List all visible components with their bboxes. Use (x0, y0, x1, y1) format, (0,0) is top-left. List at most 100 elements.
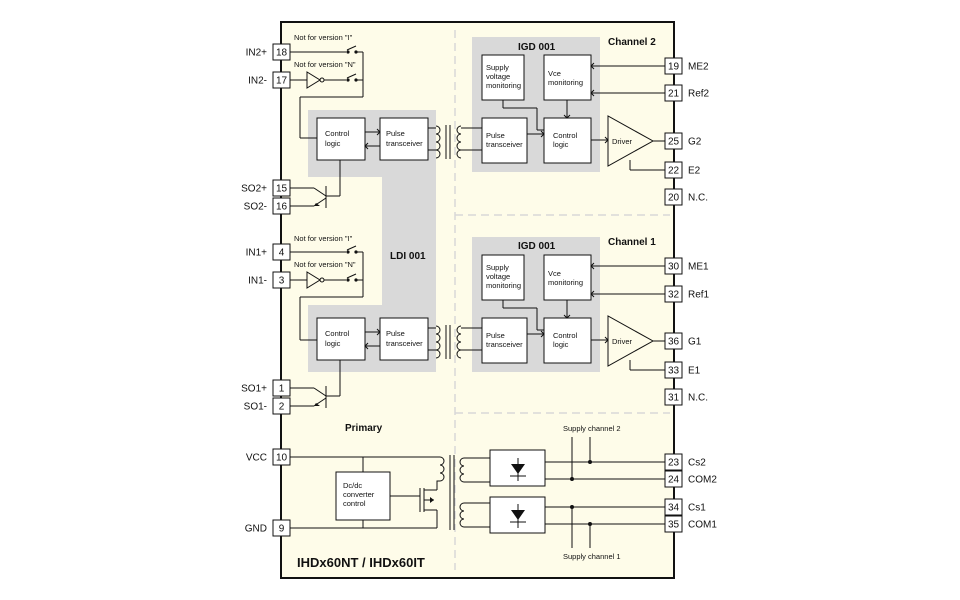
svm1-text-1: Supply (486, 263, 509, 272)
pin-box (664, 57, 683, 75)
pin-cs2-23: 23 Cs2 (664, 453, 706, 471)
svm1-text-3: monitoring (486, 281, 521, 290)
pin-number: 36 (668, 337, 680, 348)
pin-number: 2 (279, 402, 285, 413)
pin-label: IN2+ (246, 48, 268, 59)
pin-in2: 17 IN2- (248, 71, 291, 89)
pin-box (272, 397, 291, 415)
pulse-transceiver-primary-ch2 (379, 117, 429, 161)
cl1-sec-text-2: logic (553, 340, 569, 349)
pin-box (664, 498, 683, 516)
pulse-transceiver-primary-ch1 (379, 317, 429, 361)
ldi-label: LDI 001 (390, 251, 426, 262)
control-logic-secondary-ch1 (543, 317, 592, 364)
pin-label: SO2- (244, 202, 267, 213)
input-wiring-ch1 (290, 245, 364, 341)
vce1-text-2: monitoring (548, 278, 583, 287)
pin-box (664, 515, 683, 533)
pin-number: 21 (668, 89, 680, 100)
pin-box (664, 388, 683, 406)
status-transistor-ch2 (290, 186, 327, 208)
note-not-n-bottom: Not for version "N" (294, 260, 356, 269)
pin-box (272, 519, 291, 537)
pin-number: 3 (279, 276, 285, 287)
pin-number: 30 (668, 262, 680, 273)
pin-box (272, 197, 291, 215)
pin-number: 23 (668, 458, 680, 469)
primary-label: Primary (345, 423, 383, 434)
supply-channel2-label: Supply channel 2 (563, 424, 621, 433)
transformer-ch2 (435, 125, 482, 159)
pt-sec-text-2: transceiver (486, 140, 523, 149)
dcdc-text-1: Dc/dc (343, 481, 362, 490)
power-primary-wiring (290, 456, 438, 529)
dcdc-text-3: control (343, 499, 366, 508)
vce-text-1: Vce (548, 69, 561, 78)
supply-channel1-label: Supply channel 1 (563, 552, 621, 561)
cl1-sec-text-1: Control (553, 331, 578, 340)
cl-sec-text-2: logic (553, 140, 569, 149)
pin-number: 10 (276, 453, 288, 464)
pin-box (664, 361, 683, 379)
pin-label: SO1+ (241, 384, 267, 395)
pulse-transceiver-secondary-ch1 (481, 317, 528, 364)
pin-number: 1 (279, 384, 285, 395)
pin-number: 22 (668, 166, 680, 177)
pin-box (664, 285, 683, 303)
dcdc-text-2: converter (343, 490, 375, 499)
pin-label: Ref1 (688, 290, 710, 301)
pin-so1: 2 SO1- (244, 397, 291, 415)
pin-box (272, 71, 291, 89)
pin-label: ME2 (688, 62, 709, 73)
rectifier-ch2 (489, 449, 546, 487)
igd1-connections (502, 262, 665, 371)
vce1-text-1: Vce (548, 269, 561, 278)
igd2-connections (502, 62, 665, 171)
svm-text-2: voltage (486, 72, 510, 81)
pin-box (272, 271, 291, 289)
pin-box (272, 179, 291, 197)
pin-label: G2 (688, 137, 702, 148)
pin-me2-19: 19 ME2 (664, 57, 709, 75)
pin-number: 33 (668, 366, 680, 377)
pin-number: 25 (668, 137, 680, 148)
pin-label: IN2- (248, 76, 267, 87)
svm1-text-2: voltage (486, 272, 510, 281)
control-logic-text-1: Control (325, 129, 350, 138)
pin-box (272, 448, 291, 466)
svm-text-1: Supply (486, 63, 509, 72)
supply-output-wiring (545, 437, 665, 548)
pin-label: SO1- (244, 402, 267, 413)
pin-number: 19 (668, 62, 680, 73)
pin-box (272, 379, 291, 397)
pulse-transceiver-text-2b: transceiver (386, 339, 423, 348)
control-logic-text-2: logic (325, 139, 341, 148)
pin-number: 35 (668, 520, 680, 531)
power-transformer (436, 455, 490, 530)
pin-label: VCC (246, 453, 267, 464)
vce-text-2: monitoring (548, 78, 583, 87)
channel2-label: Channel 2 (608, 37, 656, 48)
pin-box (664, 470, 683, 488)
pin-number: 31 (668, 393, 680, 404)
pin-label: Cs2 (688, 458, 706, 469)
pt-sec-text-1: Pulse (486, 131, 505, 140)
pin-number: 17 (276, 76, 288, 87)
rectifier-ch1 (489, 496, 546, 534)
transformer-ch1 (435, 325, 482, 359)
